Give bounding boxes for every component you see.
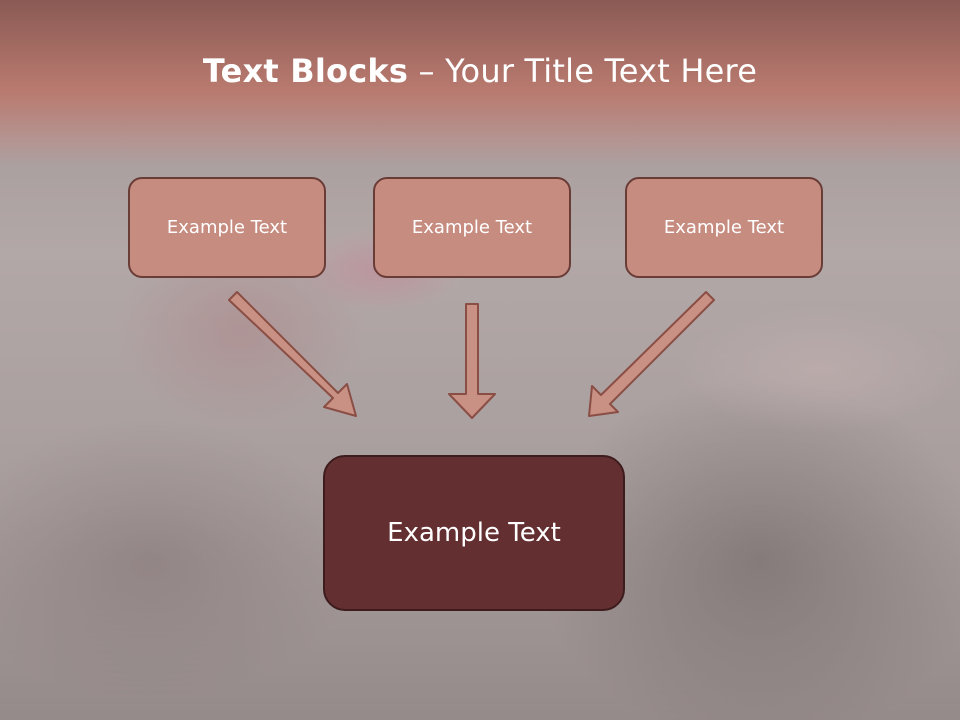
arrow-right xyxy=(588,291,715,417)
text-block-right-label: Example Text xyxy=(663,217,785,238)
title-dash: – xyxy=(408,52,446,90)
text-block-center-label: Example Text xyxy=(411,217,533,238)
slide-title: Text Blocks – Your Title Text Here xyxy=(0,52,960,90)
arrow-center xyxy=(448,303,496,419)
text-block-bottom-label: Example Text xyxy=(387,518,561,548)
header-band xyxy=(0,0,960,165)
arrow-left xyxy=(228,291,357,417)
text-block-right[interactable]: Example Text xyxy=(625,177,823,278)
title-bold: Text Blocks xyxy=(202,52,409,90)
text-block-center[interactable]: Example Text xyxy=(373,177,571,278)
text-block-bottom[interactable]: Example Text xyxy=(323,455,625,611)
text-block-left-label: Example Text xyxy=(166,217,288,238)
title-rest: Your Title Text Here xyxy=(445,52,758,90)
text-block-left[interactable]: Example Text xyxy=(128,177,326,278)
